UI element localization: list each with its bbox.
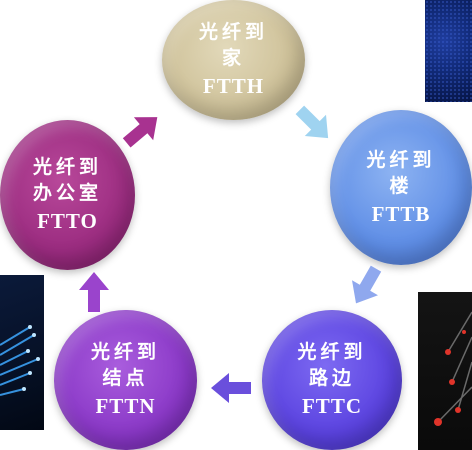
node-fttc: 光纤到 路边 FTTC [262,310,402,450]
node-label: 光纤到 [90,341,160,363]
node-label: 路边 [308,367,355,389]
node-code: FTTC [301,394,362,418]
fiber-cable-icon [0,325,40,396]
fiber-photo-left [0,275,44,430]
arrow-fttc-to-fttn-icon [211,373,251,403]
node-code: FTTB [371,201,431,226]
node-label: 光纤到 [297,341,367,363]
node-ftto: 光纤到 办公室 FTTO [0,120,135,270]
node-code: FTTN [95,394,156,418]
fiber-photo-top-right [425,0,472,102]
node-label: 办公室 [32,182,102,204]
node-ftth: 光纤到 家 FTTH [162,0,305,120]
node-label: 光纤到 [198,21,268,43]
fiber-photo-bottom-right [418,292,472,450]
node-label: 家 [221,47,245,69]
node-fttn: 光纤到 结点 FTTN [54,310,197,450]
node-label: 光纤到 [366,148,436,171]
node-code: FTTO [37,209,98,233]
arrow-fttb-to-fttc-icon [352,265,382,304]
node-fttb: 光纤到 楼 FTTB [330,110,472,265]
node-code: FTTH [202,74,265,98]
arrow-ftto-to-ftth-icon [122,117,158,148]
arrow-fttn-to-ftto-icon [79,272,109,312]
node-label: 楼 [389,174,413,197]
fiber-cable-icon [434,311,472,426]
node-label: 光纤到 [32,156,102,178]
arrow-ftth-to-fttb-icon [295,105,329,139]
node-label: 结点 [102,367,149,389]
